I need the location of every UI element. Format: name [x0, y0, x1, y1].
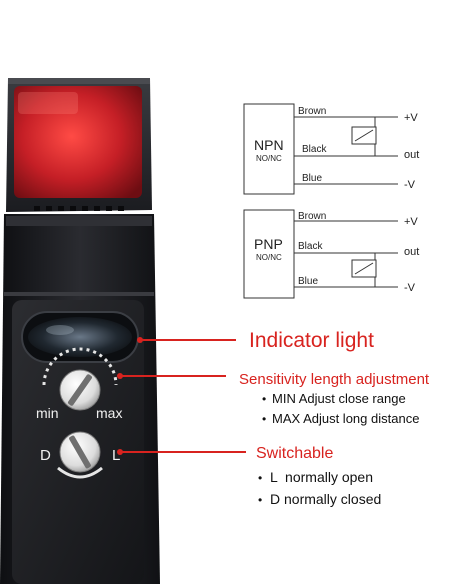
- npn-minus-label: -V: [404, 179, 416, 191]
- pnp-plus-label: +V: [404, 216, 418, 228]
- npn-plus-label: +V: [404, 112, 418, 124]
- npn-out-label: out: [404, 149, 419, 161]
- sensitivity-bullet-dot-0: •: [262, 392, 266, 406]
- switch-d-label: D: [40, 447, 51, 464]
- pnp-minus-label: -V: [404, 282, 416, 294]
- npn-wiring-diagram: [243, 103, 398, 195]
- npn-type-label: NPN: [254, 137, 284, 153]
- switch-l-label: L: [112, 447, 120, 464]
- indicator-light: [21, 311, 139, 363]
- switchable-callout-title: Switchable: [256, 445, 333, 462]
- pnp-type-label: PNP: [254, 236, 283, 252]
- switchable-bullet-1: D normally closed: [270, 491, 381, 507]
- npn-brown-label: Brown: [298, 106, 326, 117]
- sensitivity-callout-title: Sensitivity length adjustment: [239, 371, 430, 388]
- vent-slots: [34, 206, 124, 211]
- switchable-bullet-dot-0: •: [258, 471, 262, 485]
- emitter-lens: [14, 86, 142, 198]
- pnp-blue-label: Blue: [298, 276, 318, 287]
- npn-relay-icon: [351, 126, 377, 145]
- npn-box: [243, 103, 295, 195]
- sensitivity-bullet-dot-1: •: [262, 412, 266, 426]
- npn-mode-label: NO/NC: [256, 154, 282, 163]
- npn-blue-label: Blue: [302, 173, 322, 184]
- pnp-brown-label: Brown: [298, 211, 326, 222]
- pnp-out-label: out: [404, 246, 419, 258]
- sensitivity-callout: [117, 373, 226, 379]
- sensitivity-bullet-1: MAX Adjust long distance: [272, 411, 419, 426]
- pnp-mode-label: NO/NC: [256, 253, 282, 262]
- pnp-black-label: Black: [298, 241, 323, 252]
- pnp-box: [243, 209, 295, 299]
- indicator-callout: [137, 337, 236, 343]
- mode-switch[interactable]: [57, 431, 103, 479]
- sensitivity-knob[interactable]: [42, 347, 118, 411]
- indicator-callout-title: Indicator light: [249, 329, 374, 352]
- sensor-body: min max D L: [0, 78, 160, 584]
- switchable-bullet-dot-1: •: [258, 493, 262, 507]
- switchable-callout: [117, 449, 246, 455]
- knob-max-label: max: [96, 405, 122, 421]
- knob-min-label: min: [36, 405, 59, 421]
- sensitivity-bullet-0: MIN Adjust close range: [272, 391, 406, 406]
- switchable-bullet-0: L normally open: [270, 469, 373, 485]
- pnp-relay-icon: [351, 259, 377, 278]
- pnp-wiring-diagram: [243, 209, 398, 299]
- npn-black-label: Black: [302, 144, 327, 155]
